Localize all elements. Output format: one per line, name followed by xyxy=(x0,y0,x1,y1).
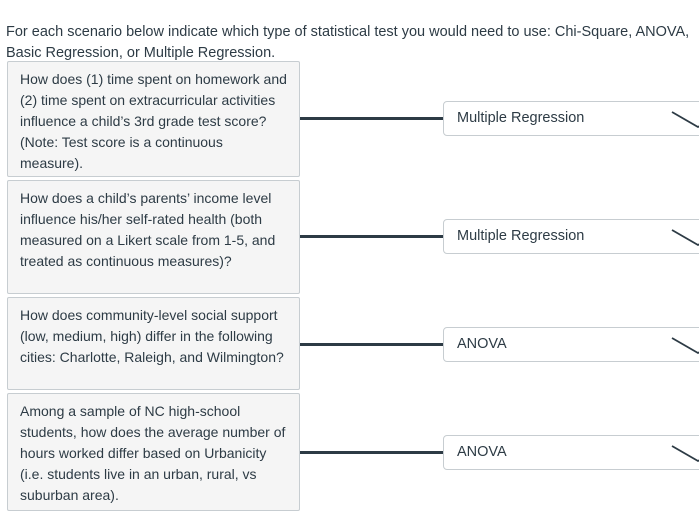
scenario-box-4: Among a sample of NC high-school student… xyxy=(7,393,300,511)
chevron-down-icon xyxy=(671,111,699,130)
connector-line-4 xyxy=(300,451,443,454)
answer-dropdown-4-value: ANOVA xyxy=(457,444,507,460)
answer-dropdown-2-value: Multiple Regression xyxy=(457,228,585,244)
chevron-down-icon xyxy=(671,229,699,248)
chevron-down-icon xyxy=(671,337,699,356)
scenario-box-3: How does community-level social support … xyxy=(7,297,300,390)
connector-line-2 xyxy=(300,235,443,238)
answer-dropdown-3[interactable]: ANOVA xyxy=(443,327,699,362)
answer-dropdown-1[interactable]: Multiple Regression xyxy=(443,101,699,136)
question-instructions: For each scenario below indicate which t… xyxy=(6,23,690,61)
connector-line-3 xyxy=(300,343,443,346)
answer-dropdown-1-value: Multiple Regression xyxy=(457,110,585,126)
answer-dropdown-4[interactable]: ANOVA xyxy=(443,435,699,470)
scenario-box-2: How does a child’s parents’ income level… xyxy=(7,180,300,294)
answer-dropdown-3-value: ANOVA xyxy=(457,336,507,352)
connector-line-1 xyxy=(300,117,443,120)
chevron-down-icon xyxy=(671,445,699,464)
answer-dropdown-2[interactable]: Multiple Regression xyxy=(443,219,699,254)
scenario-box-1: How does (1) time spent on homework and … xyxy=(7,61,300,177)
